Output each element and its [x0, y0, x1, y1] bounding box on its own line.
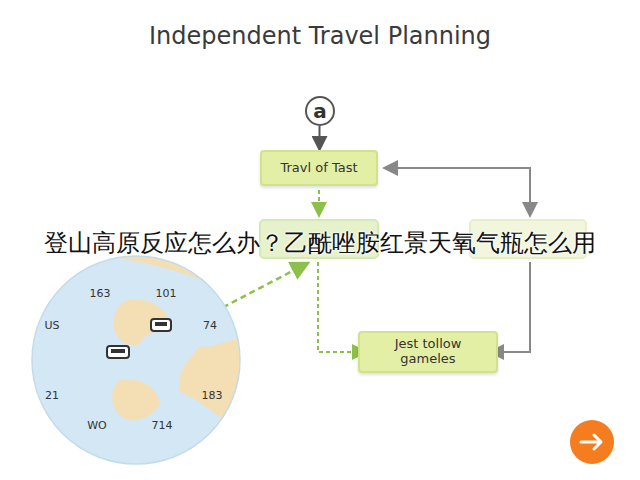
start-circle: a: [305, 96, 335, 126]
node-text: Jest tollow gameles: [368, 337, 488, 367]
dashed-arrow: [214, 264, 306, 312]
dashed-arrow: [318, 190, 320, 214]
globe-number: WO: [87, 419, 107, 432]
bus-icon: [151, 319, 171, 331]
node-text: Travl of Tast: [280, 161, 357, 176]
next-button: [570, 420, 614, 464]
process-box: Jest tollow gameles: [358, 331, 498, 373]
overlay-caption: 登山高原反应怎么办？乙酰唑胺红景天氧气瓶怎么用: [44, 227, 596, 259]
bus-icon: [107, 346, 129, 358]
globe-number: US: [44, 319, 59, 332]
globe-number: 101: [156, 287, 177, 300]
globe-number: 21: [45, 389, 59, 402]
globe-number: 74: [203, 319, 217, 332]
globe-number: 183: [202, 389, 223, 402]
connector-arrow: [319, 126, 321, 148]
continents: [110, 250, 300, 480]
globe-number: 163: [90, 287, 111, 300]
diagram-title: Independent Travel Planning: [0, 22, 640, 50]
feedback-line: [386, 168, 530, 214]
feedback-line: [529, 168, 531, 214]
globe-number: 714: [152, 419, 173, 432]
process-box: Travl of Tast: [260, 150, 378, 186]
node-text: a: [313, 101, 327, 121]
